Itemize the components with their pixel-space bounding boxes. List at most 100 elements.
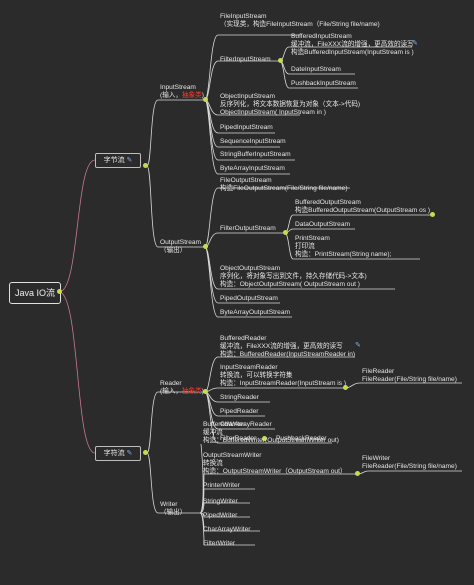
node-reader[interactable]: Reader (输入，抽象类) (160, 380, 204, 396)
node-pushbackinputstream[interactable]: PushbackInputStream (291, 80, 356, 87)
bufferedoutputstream-ctor: 构造BufferedOutputStream(OutputStream os ) (295, 207, 431, 214)
inputstream-sub: (输入，抽象类) (160, 92, 204, 100)
inputstream-label: InputStream (160, 84, 196, 91)
bufferedinputstream-ctor: 构造BufferedInputStream(InputStream is ) (291, 49, 414, 56)
filereader-name: FileReader (362, 368, 395, 375)
branch-byte-stream[interactable]: 字节流 ✎ (95, 153, 141, 168)
char-stream-dot (143, 450, 148, 455)
node-stringwriter[interactable]: StringWriter (203, 498, 238, 505)
bufferedwriter-name: BufferedWriter (203, 421, 246, 428)
node-fileinputstream[interactable]: FileInputStream （实现类，构造FileInputStream（F… (220, 13, 380, 29)
node-filewriter[interactable]: FileWriter FileReader(File/String file/n… (362, 455, 457, 471)
tool-icon: ✎ (412, 40, 418, 47)
node-stringreader[interactable]: StringReader (220, 394, 259, 401)
outputstreamwriter-desc: 转换流 (203, 460, 223, 467)
bufferedinputstream-name: BufferedInputStream (291, 33, 352, 40)
node-stringbufferinputstream[interactable]: StringBufferInputStream (220, 151, 291, 158)
writer-sub: （输出） (160, 509, 187, 516)
filereader-ctor: FileReader(File/String file/name) (362, 376, 457, 383)
node-pipedoutputstream[interactable]: PipedOutputStream (220, 295, 278, 302)
inputstreamreader-ctor: 构造：InputStreamReader(InputStream is ) (220, 380, 347, 387)
printstream-desc: 打印流 (295, 243, 315, 250)
node-filereader[interactable]: FileReader FileReader(File/String file/n… (362, 368, 457, 384)
branch-char-stream[interactable]: 字符流 ✎ (95, 446, 141, 461)
node-printstream[interactable]: PrintStream 打印流 构造：PrintStream(String na… (295, 235, 391, 259)
node-outputstreamwriter[interactable]: OutputStreamWriter 转换流 构造：OutputStreamWr… (203, 452, 347, 476)
bufferedreader-ctor: 构造：BufferedReader(InputStreamReader in) (220, 351, 356, 358)
objectinputstream-ctor: ObjectInputStream( InputStream in ) (220, 109, 326, 116)
node-inputstream[interactable]: InputStream (输入，抽象类) (160, 84, 204, 100)
node-bufferedoutputstream[interactable]: BufferedOutputStream 构造BufferedOutputStr… (295, 199, 430, 215)
node-bytearrayinputstream[interactable]: ByteArrayInputStream (220, 165, 285, 172)
objectoutputstream-name: ObjectOutputStream (220, 265, 281, 272)
bufferedreader-desc: 缓冲流，FileXXX流的增强，更高效的读写 (220, 343, 343, 350)
node-sequenceinputstream[interactable]: SequenceInputStream (220, 138, 286, 145)
root-connector-dot (57, 289, 62, 294)
reader-abstract: 抽象类 (181, 388, 202, 395)
tool-icon: ✎ (355, 342, 361, 349)
outputstream-dot (203, 244, 208, 249)
node-pushbackreader[interactable]: PushbackReader (276, 435, 327, 442)
node-filterreader[interactable]: FilterReader (220, 435, 257, 442)
node-objectoutputstream[interactable]: ObjectOutputStream 序列化，将对象写出到文件，持久存储代码->… (220, 265, 367, 289)
bufferedoutputstream-name: BufferedOutputStream (295, 199, 361, 206)
node-dataoutputstream[interactable]: DataOutputStream (295, 221, 350, 228)
bufferedreader-name: BufferedReader (220, 335, 267, 342)
fileinputstream-name: FileInputStream (220, 13, 267, 20)
inputstream-sub-b: ) (201, 92, 204, 99)
reader-sub-a: (输入， (160, 388, 182, 395)
reader-sub: (输入，抽象类) (160, 388, 204, 396)
node-pipedinputstream[interactable]: PipedInputStream (220, 124, 273, 131)
node-writer[interactable]: Writer （输出） (160, 501, 186, 517)
node-chararrayreader[interactable]: CharArrayReader (220, 421, 272, 428)
tool-icon: ✎ (126, 157, 133, 164)
branch-char-stream-label: 字符流 (103, 450, 125, 457)
root-node[interactable]: Java IO流 (9, 282, 61, 304)
node-objectinputstream[interactable]: ObjectInputStream 反序列化，将文本数据恢复为对象（文本->代码… (220, 93, 360, 117)
inputstream-sub-a: (输入， (160, 92, 182, 99)
outputstreamwriter-dot (355, 471, 360, 476)
filteroutputstream-dot (283, 230, 288, 235)
filterreader-dot (262, 436, 267, 441)
inputstream-abstract: 抽象类 (181, 92, 202, 99)
tool-icon: ✎ (126, 450, 133, 457)
fileinputstream-desc: （实现类，构造FileInputStream（File/String file/… (220, 21, 380, 28)
inputstreamreader-dot (343, 385, 348, 390)
node-dateinputstream[interactable]: DateInputStream (291, 66, 341, 73)
node-inputstreamreader[interactable]: InputStreamReader 转换流，可以转换字符集 构造：InputSt… (220, 364, 346, 388)
bufferedinputstream-desc: 缓冲流，FileXXX流的增强，更高效的读写 (291, 41, 414, 48)
filewriter-name: FileWriter (362, 455, 391, 462)
objectoutputstream-ctor: 构造：ObjectOutputStream( OutputStream out … (220, 281, 360, 288)
inputstreamreader-desc: 转换流，可以转换字符集 (220, 372, 293, 379)
objectinputstream-name: ObjectInputStream (220, 93, 275, 100)
outputstream-label: OutputStream (160, 239, 202, 246)
outputstreamwriter-name: OutputStreamWriter (203, 452, 262, 459)
node-pipedreader[interactable]: PipedReader (220, 408, 259, 415)
bufferedwriter-ctor: 构造：BufferedWriter(OutputStreamWriter out… (203, 437, 339, 444)
node-filterwriter[interactable]: FilterWriter (203, 540, 236, 547)
node-fileoutputstream[interactable]: FileOutputStream 构造FileOutputStream(File… (220, 177, 348, 193)
outputstreamwriter-ctor: 构造：OutputStreamWriter（OutputStream out） (203, 468, 347, 475)
inputstream-dot (203, 97, 208, 102)
bufferedoutputstream-dot (430, 212, 435, 217)
node-outputstream[interactable]: OutputStream （输出） (160, 239, 201, 255)
outputstream-sub: （输出） (160, 247, 187, 254)
node-bytearrayoutputstream[interactable]: ByteArrayOutputStream (220, 309, 290, 316)
node-chararraywriter[interactable]: CharArrayWriter (203, 526, 251, 533)
node-bufferedreader[interactable]: BufferedReader 缓冲流，FileXXX流的增强，更高效的读写 构造… (220, 335, 355, 359)
reader-label: Reader (160, 380, 182, 387)
objectinputstream-desc: 反序列化，将文本数据恢复为对象（文本->代码) (220, 101, 361, 108)
printstream-name: PrintStream (295, 235, 330, 242)
node-pipedwriter[interactable]: PipedWriter (203, 512, 238, 519)
filterinputstream-dot (278, 58, 283, 63)
byte-stream-dot (143, 163, 148, 168)
node-bufferedinputstream[interactable]: BufferedInputStream 缓冲流，FileXXX流的增强，更高效的… (291, 33, 414, 57)
fileoutputstream-desc: 构造FileOutputStream(File/String file/name… (220, 185, 348, 192)
node-filterinputstream[interactable]: FilterInputStream (220, 56, 271, 63)
node-filteroutputstream[interactable]: FilterOutputStream (220, 225, 276, 232)
node-bufferedwriter[interactable]: BufferedWriter 缓冲流 构造：BufferedWriter(Out… (203, 421, 339, 445)
printstream-ctor: 构造：PrintStream(String name); (295, 251, 392, 258)
branch-byte-stream-label: 字节流 (103, 157, 125, 164)
node-printerwriter[interactable]: PrinterWriter (203, 482, 240, 489)
